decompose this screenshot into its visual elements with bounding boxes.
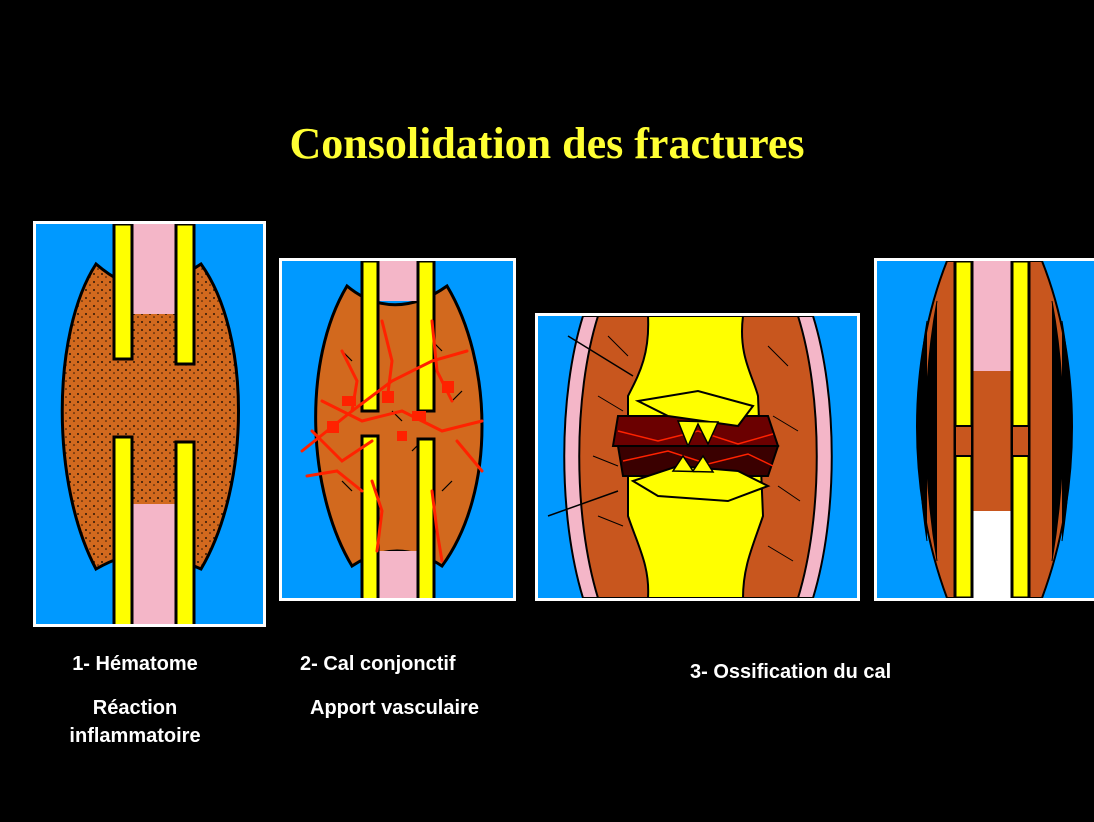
caption-stage1-line2: Réaction: [40, 694, 230, 722]
ossified-callus-illustration: [877, 261, 1094, 598]
ossification-detail-illustration: [538, 316, 857, 598]
panel-ossification-detail: [535, 313, 860, 601]
connective-callus-illustration: [282, 261, 513, 598]
caption-stage2-line2: Apport vasculaire: [310, 694, 540, 722]
panel-hematoma: [33, 221, 266, 627]
caption-stage2-title: 2- Cal conjonctif: [300, 650, 530, 678]
panel-ossified-callus: [874, 258, 1094, 601]
caption-stage1-line3: inflammatoire: [40, 722, 230, 750]
caption-stage3-title: 3- Ossification du cal: [690, 658, 950, 686]
hematoma-illustration: [36, 224, 263, 624]
slide-title: Consolidation des fractures: [0, 118, 1094, 169]
caption-stage1-title: 1- Hématome: [40, 650, 230, 678]
panel-connective-callus: [279, 258, 516, 601]
